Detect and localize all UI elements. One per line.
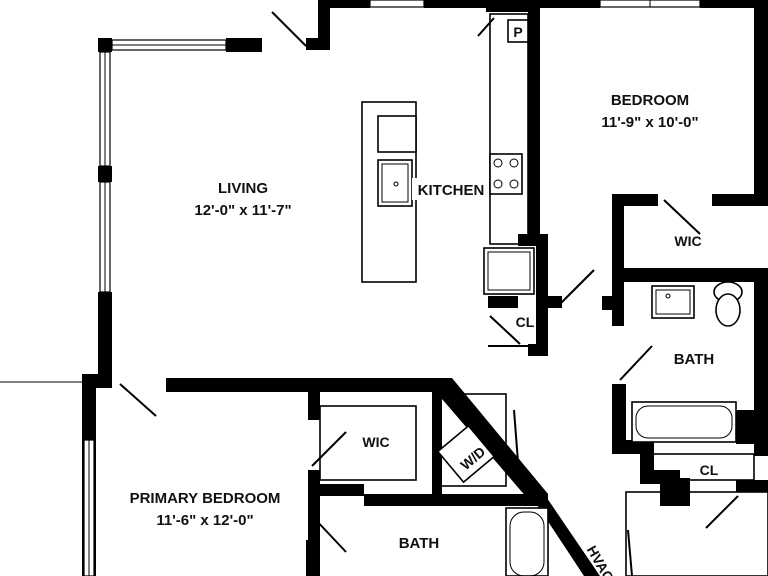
- walls: [82, 0, 768, 576]
- living-dimensions: 12'-0" x 11'-7": [194, 202, 291, 219]
- wic-bedroom-label: WIC: [674, 233, 701, 249]
- kitchen-label: KITCHEN: [418, 182, 485, 199]
- room-labels: LIVING 12'-0" x 11'-7" KITCHEN BEDROOM 1…: [130, 24, 719, 576]
- closet-kitchen-label: CL: [516, 314, 535, 330]
- wic-primary-label: WIC: [362, 434, 389, 450]
- primary-bedroom-label: PRIMARY BEDROOM: [130, 490, 281, 507]
- bedroom-dimensions: 11'-9" x 10'-0": [601, 114, 698, 131]
- bedroom-label: BEDROOM: [611, 92, 689, 109]
- lower-fixtures: [319, 393, 768, 576]
- doors: [119, 11, 739, 576]
- kitchen-fixtures: [361, 13, 535, 295]
- windows: [83, 0, 701, 576]
- bath-upper-fixtures: [631, 281, 754, 444]
- closet-bath-label: CL: [700, 462, 719, 478]
- bath-lower-label: BATH: [399, 535, 440, 552]
- pantry-label: P: [513, 24, 522, 40]
- primary-bedroom-dimensions: 11'-6" x 12'-0": [156, 512, 253, 529]
- living-label: LIVING: [218, 180, 268, 197]
- bath-upper-label: BATH: [674, 351, 715, 368]
